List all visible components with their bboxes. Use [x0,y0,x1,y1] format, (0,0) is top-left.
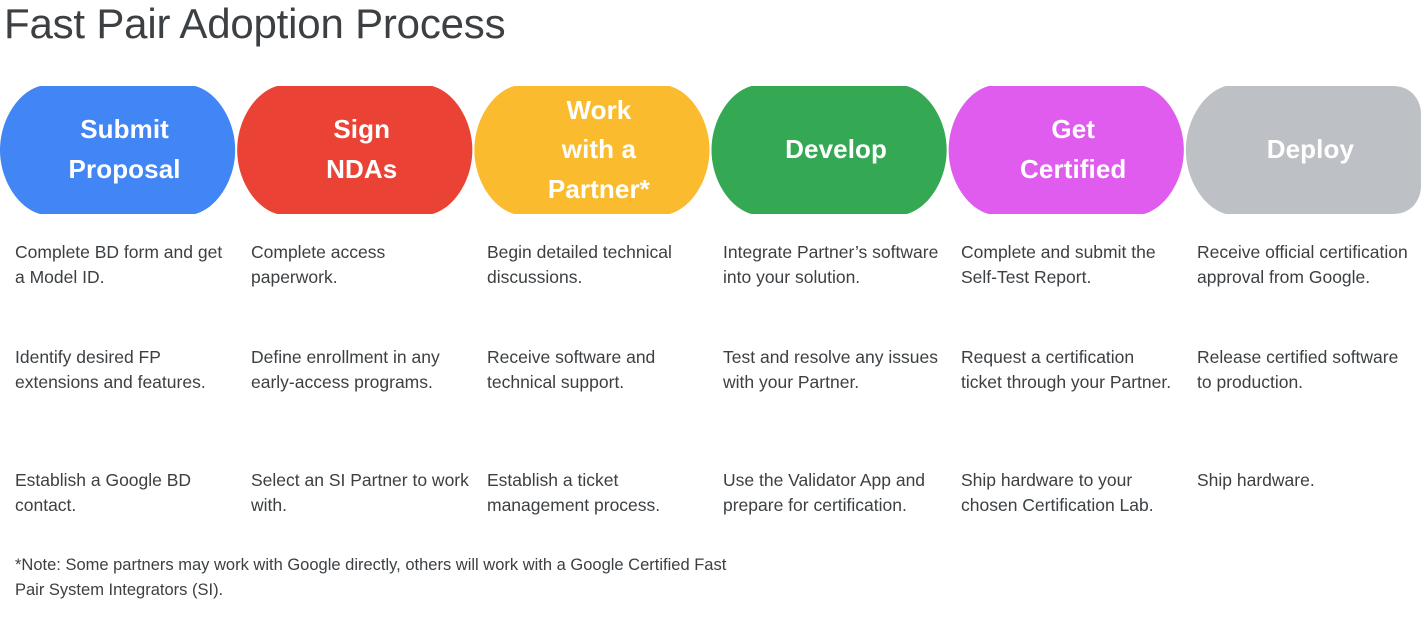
detail-item: Receive software and technical support. [487,347,656,392]
detail-item: Begin detailed technical discussions. [487,242,672,287]
page-title: Fast Pair Adoption Process [4,0,506,47]
process-detail-columns: Complete BD form and get a Model ID. Iden… [0,240,1423,540]
stage-chevron-develop[interactable] [711,86,947,214]
detail-item: Complete access paperwork. [251,242,386,287]
detail-item: Integrate Partner’s software into your s… [723,242,939,287]
detail-item: Select an SI Partner to work with. [251,470,469,515]
detail-item: Receive official certification approval … [1197,242,1408,287]
detail-item: Complete and submit the Self-Test Report… [961,242,1156,287]
detail-item: Define enrollment in any early-access pr… [251,347,440,392]
detail-item: Establish a ticket management process. [487,470,661,515]
detail-item: Release certified software to production… [1197,347,1399,392]
detail-item: Identify desired FP extensions and featu… [15,347,206,392]
stage-chevron-work-with-a-partner[interactable] [474,86,710,214]
detail-item: Request a certification ticket through y… [961,347,1172,392]
detail-item: Test and resolve any issues with your Pa… [723,347,938,392]
detail-item: Ship hardware. [1197,470,1315,490]
footnote: *Note: Some partners may work with Googl… [15,556,727,599]
stage-chevron-sign-ndas[interactable] [237,86,473,214]
stage-chevron-deploy[interactable] [1185,86,1421,214]
detail-item: Use the Validator App and prepare for ce… [723,470,926,515]
process-chevron-shapes [0,86,1421,214]
detail-item: Complete BD form and get a Model ID. [15,242,223,287]
detail-item: Ship hardware to your chosen Certificati… [961,470,1154,515]
detail-item: Establish a Google BD contact. [15,470,192,515]
stage-chevron-get-certified[interactable] [948,86,1184,214]
stage-chevron-submit-proposal[interactable] [0,86,236,214]
